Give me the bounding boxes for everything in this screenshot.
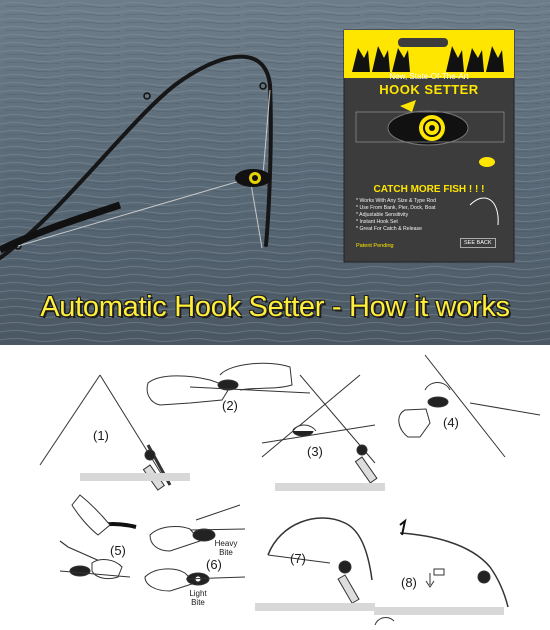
fishing-photo: New, State-Of-The-Art HOOK SETTER CATCH …: [0, 0, 550, 345]
fishing-rod: [0, 54, 273, 260]
step-1-drawing: [39, 374, 190, 491]
step-3-label: (3): [307, 444, 323, 459]
product-package: [343, 29, 515, 263]
step-2-label: (2): [222, 398, 238, 413]
diagram-drawings: [39, 354, 541, 626]
step-5-drawing: [59, 494, 137, 580]
package-feature: * Works With Any Size & Type Rod: [356, 198, 436, 204]
package-slogan: CATCH MORE FISH ! ! !: [373, 184, 485, 195]
step-8-label: (8): [401, 575, 417, 590]
step-5-label: (5): [110, 543, 126, 558]
heavy-bite-label: Heavy Bite: [214, 539, 238, 557]
package-see-back: SEE BACK: [460, 238, 496, 248]
package-feature: * Great For Catch & Release: [356, 226, 423, 232]
how-it-works-diagram: (1) (2) (3) (4) (5) (6) (7) (8) Heavy Bi…: [0, 345, 550, 630]
package-feature: * Instant Hook Set: [356, 219, 398, 225]
step-3-drawing: [261, 374, 385, 491]
rod-handle: [0, 201, 122, 254]
step-6-label: (6): [206, 557, 222, 572]
package-product-name: HOOK SETTER: [379, 82, 479, 97]
package-feature: * Adjustable Sensitivity: [356, 212, 409, 218]
rod-guide: [259, 82, 267, 90]
package-features: * Works With Any Size & Type Rod * Use F…: [356, 198, 486, 233]
step-4-drawing: [398, 354, 541, 458]
rod-guide: [143, 92, 151, 100]
rod-guide: [14, 242, 22, 250]
light-bite-label: Light Bite: [189, 589, 207, 607]
package-patent: Patent Pending: [356, 243, 394, 249]
step-7-label: (7): [290, 551, 306, 566]
photo-scene: [0, 0, 550, 345]
step-6-drawing: [144, 504, 246, 592]
step-8-drawing: [374, 518, 509, 626]
package-feature: * Use From Bank, Pier, Dock, Boat: [356, 205, 436, 211]
step-2-drawing: [146, 362, 311, 406]
step-7-drawing: [255, 517, 375, 611]
step-1-label: (1): [93, 428, 109, 443]
headline: Automatic Hook Setter - How it works: [40, 291, 510, 323]
package-tagline: New, State-Of-The-Art: [389, 72, 469, 81]
step-4-label: (4): [443, 415, 459, 430]
